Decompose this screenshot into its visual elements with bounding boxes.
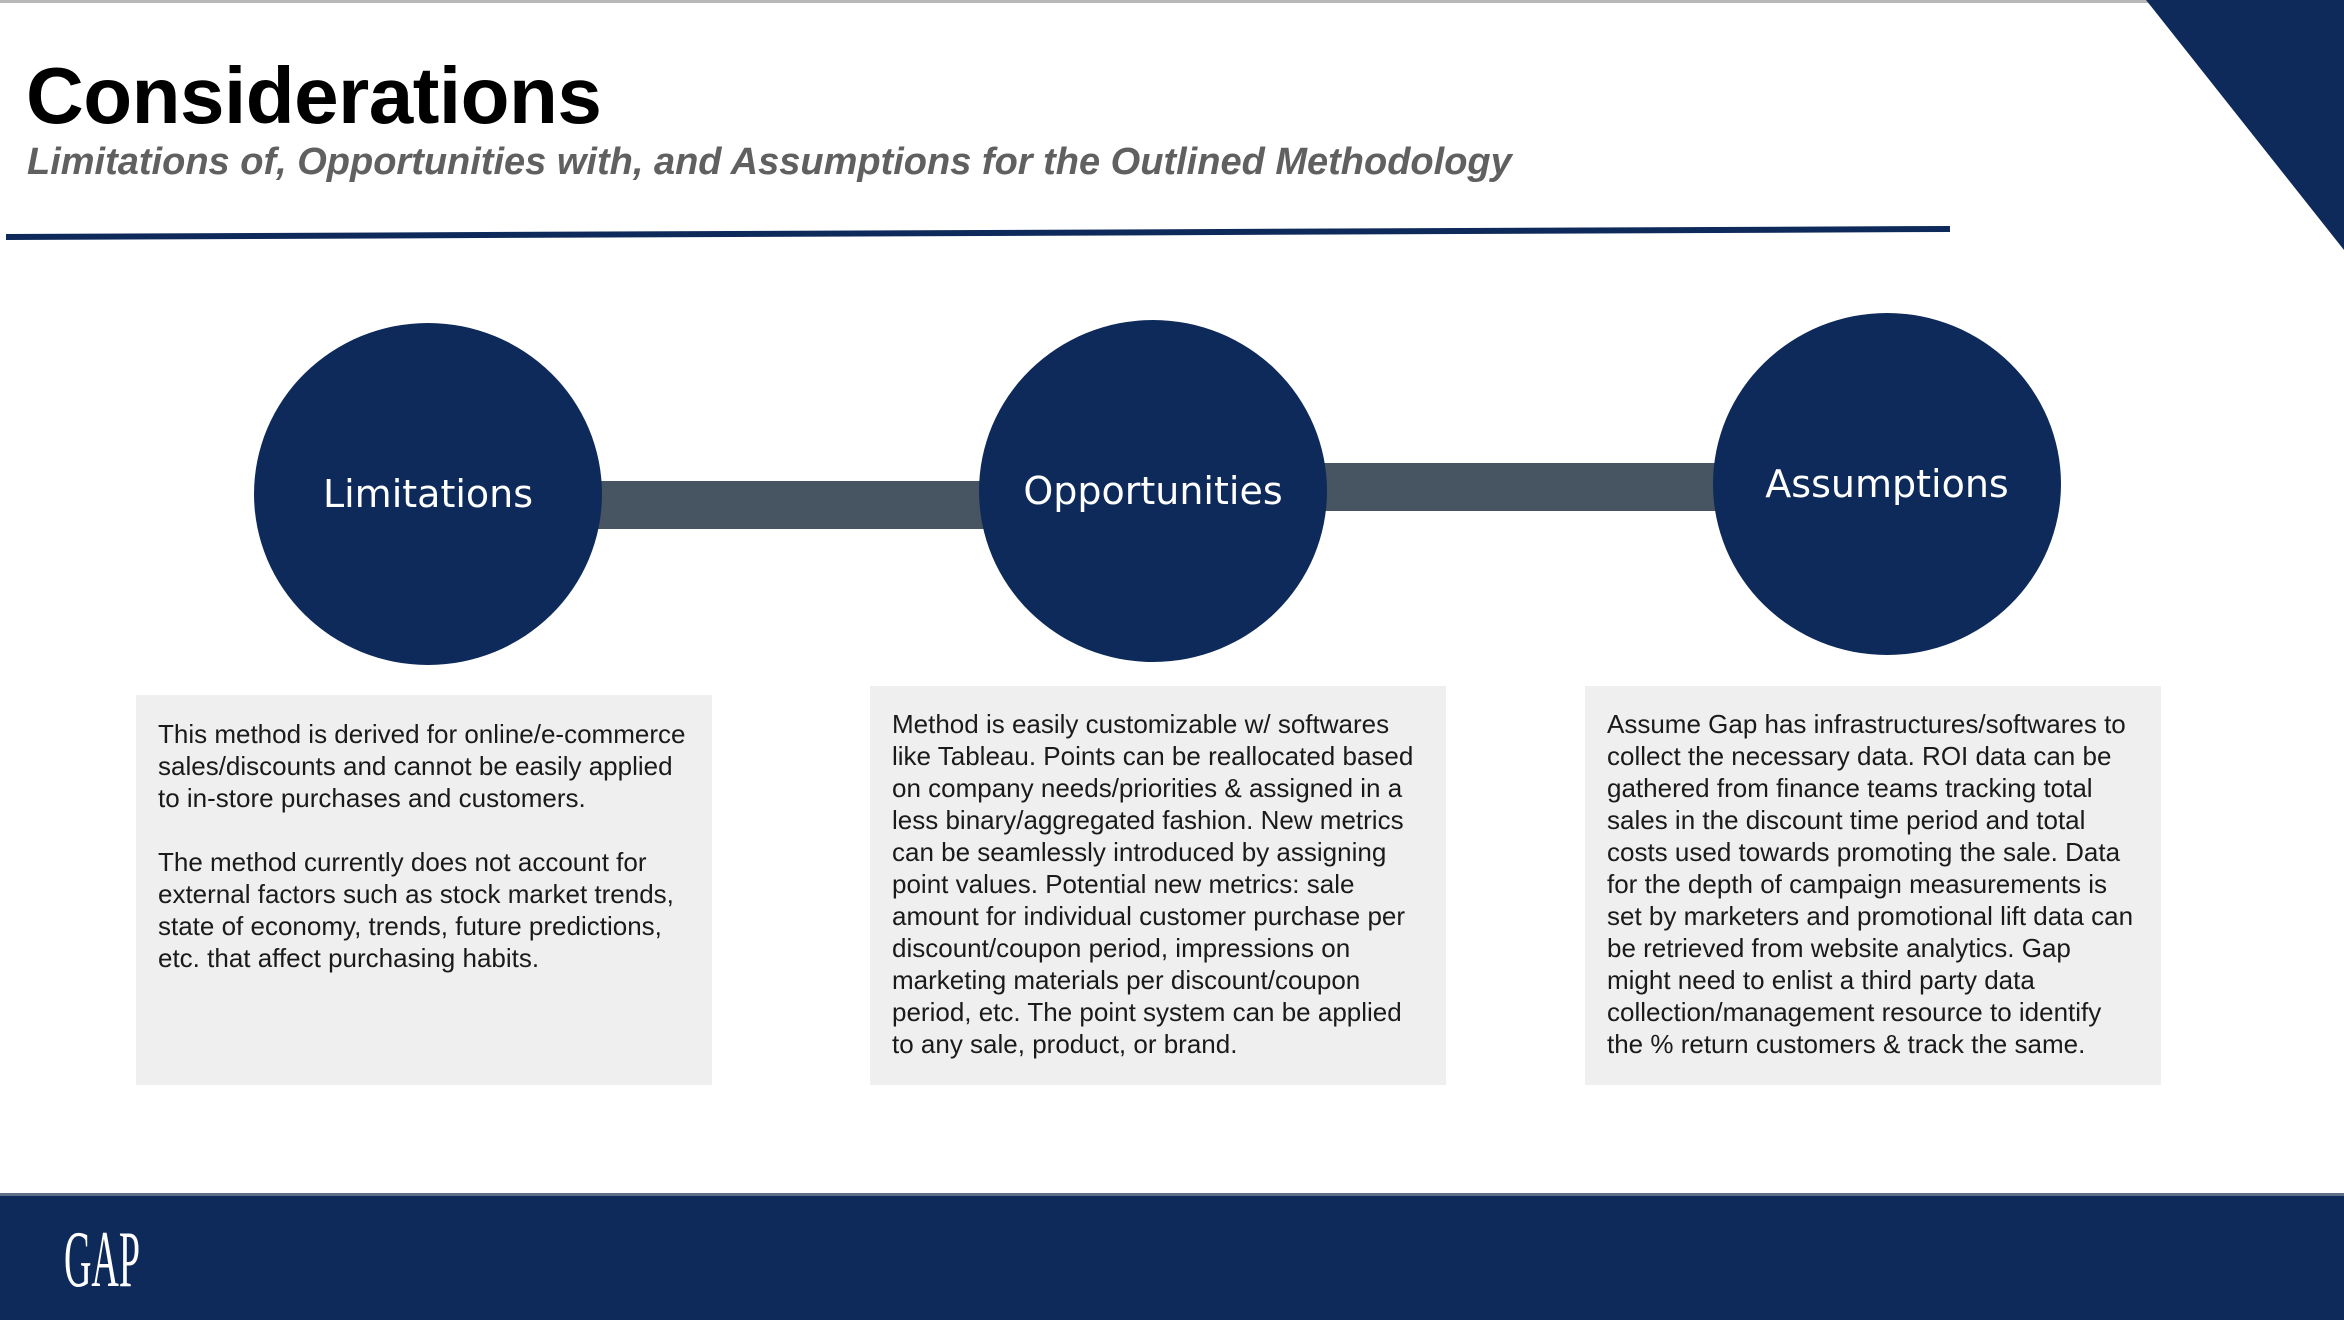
opportunities-node-label: Opportunities	[1023, 469, 1283, 513]
footer-bar	[0, 1196, 2344, 1320]
gap-logo-text: GAP	[64, 1228, 140, 1294]
opportunities-node: Opportunities	[979, 320, 1327, 662]
corner-decoration	[2146, 0, 2344, 250]
assumptions-node: Assumptions	[1713, 313, 2061, 655]
limitations-paragraph-2: The method currently does not account fo…	[158, 847, 674, 973]
limitations-node-label: Limitations	[322, 472, 534, 516]
page-title: Considerations	[26, 51, 602, 140]
top-edge-line	[0, 0, 2344, 3]
header-divider-bar	[6, 226, 1950, 240]
corner-triangle	[2146, 0, 2344, 250]
header-divider	[6, 226, 1950, 240]
limitations-paragraph-1: This method is derived for online/e-comm…	[158, 719, 686, 813]
footer-top-line	[0, 1193, 2344, 1196]
limitations-card: This method is derived for online/e-comm…	[136, 695, 712, 1085]
limitations-node: Limitations	[254, 323, 602, 665]
page-subtitle: Limitations of, Opportunities with, and …	[27, 141, 1512, 183]
assumptions-text: Assume Gap has infrastructures/softwares…	[1607, 709, 2134, 1059]
assumptions-node-label: Assumptions	[1765, 462, 2009, 506]
opportunities-card: Method is easily customizable w/ softwar…	[870, 686, 1446, 1085]
opportunities-text: Method is easily customizable w/ softwar…	[892, 709, 1414, 1059]
gap-logo: GAP	[64, 1228, 140, 1294]
timeline-connector-2	[1320, 463, 1725, 511]
timeline-connector-1	[595, 481, 995, 529]
assumptions-card: Assume Gap has infrastructures/softwares…	[1585, 686, 2161, 1085]
